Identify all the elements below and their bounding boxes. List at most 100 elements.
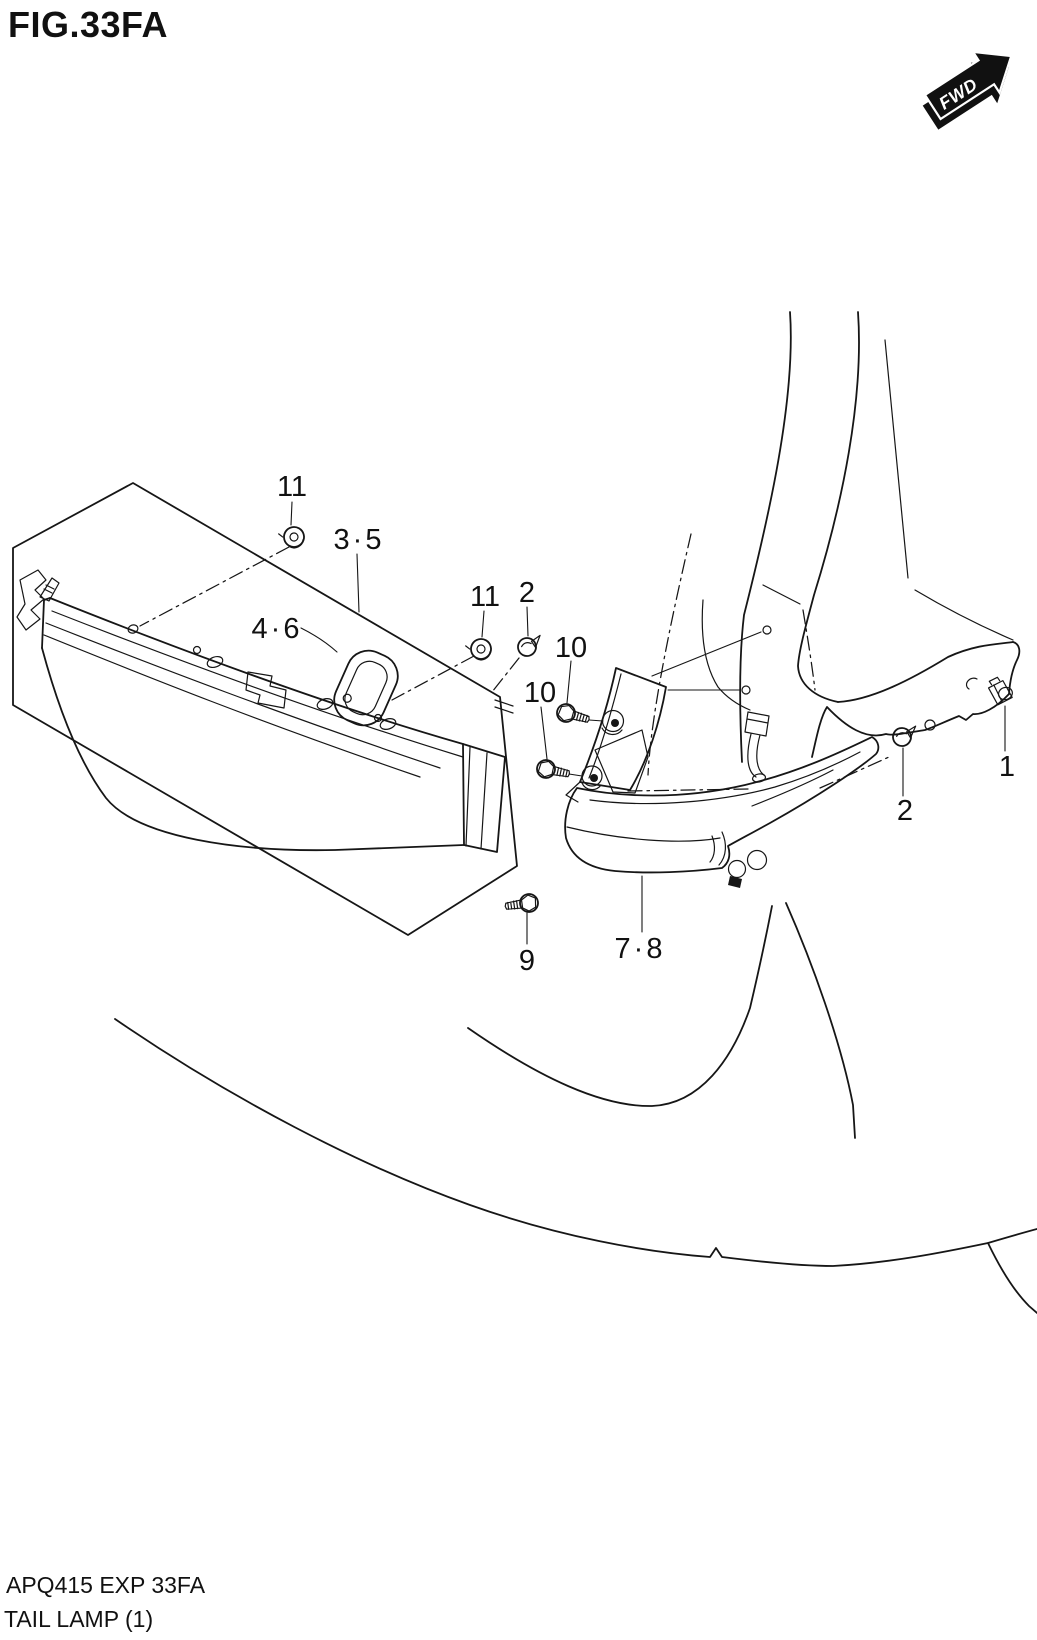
garnish-end-cap-lines: [465, 746, 488, 850]
callout-2-right[interactable]: 2: [897, 795, 913, 827]
centerline-screw: [491, 657, 520, 693]
bolt-shaft: [572, 711, 590, 723]
callout-2-center[interactable]: 2: [519, 577, 535, 609]
garnish-line2: [51, 610, 464, 758]
gasket-outer: [333, 649, 399, 727]
screw-slot: [521, 642, 532, 648]
garnish-left-cap: [41, 597, 51, 649]
panel-bottom-edge: [811, 693, 1010, 758]
leader-2a: [526, 606, 529, 637]
bracket-hole-lower: [590, 774, 598, 782]
wire-line2: [756, 734, 765, 776]
centerline-grommet-right: [391, 655, 475, 701]
bracket-plate: [579, 667, 667, 791]
callout-7-8[interactable]: 7·8: [615, 933, 666, 965]
callout-1[interactable]: 1: [999, 751, 1015, 783]
grommet-outer: [470, 638, 492, 660]
screw-tip: [906, 725, 917, 739]
callout-10-upper[interactable]: 10: [555, 632, 587, 664]
screw-2-center: [517, 634, 541, 657]
body-crease-under-lamp: [785, 902, 856, 1139]
garnish-bottom-edge: [41, 647, 465, 852]
leader-3-5: [356, 553, 360, 613]
callout-11-left[interactable]: 11: [277, 471, 307, 503]
panel-rear-edge: [914, 589, 1014, 641]
bumper-sweep-curve: [114, 1018, 1037, 1267]
bulb-socket1: [727, 859, 747, 879]
lens-inner-top: [589, 751, 861, 805]
centerline-pillar-right: [802, 609, 816, 691]
screw-head: [892, 727, 912, 747]
clip-body: [987, 680, 1013, 706]
alignment-line-upper: [651, 631, 762, 677]
leader-10a: [566, 660, 604, 722]
centerline-lamp-rear: [819, 756, 890, 789]
gasket-hole: [342, 693, 352, 703]
garnish-top-edge: [49, 597, 464, 745]
bolt-hex: [520, 894, 537, 912]
garnish-left-clip: [16, 569, 47, 631]
grommet-inner: [476, 644, 486, 654]
center-lines: [139, 533, 890, 792]
garnish-line3: [45, 622, 441, 769]
bolt-hex: [537, 760, 555, 778]
grommet-11-right: [465, 638, 492, 661]
centerline-pillar: [647, 533, 692, 776]
wheel-arch-curve: [467, 905, 773, 1107]
pillar-left-edge: [739, 311, 792, 763]
bolt-hex: [557, 704, 575, 722]
pillar-crease: [762, 584, 801, 605]
screw-slot: [896, 732, 907, 737]
panel-tip: [1008, 641, 1021, 695]
figure-title: FIG.33FA: [8, 4, 169, 45]
bracket-hook: [565, 781, 581, 803]
bulb-socket-stem: [728, 876, 742, 888]
center-garnish: [16, 569, 514, 853]
garnish-bump2: [206, 655, 224, 669]
callout-4-6[interactable]: 4·6: [252, 613, 303, 645]
grommet-11-left: [278, 526, 305, 549]
grommet-inner: [289, 532, 299, 542]
grommet-lip: [278, 533, 304, 549]
bolt-head: [556, 703, 576, 723]
garnish-stud-bump1: [127, 624, 139, 634]
leader-4-6: [300, 627, 338, 653]
bracket-hole-upper: [611, 719, 619, 727]
centerline-lamp-horizontal: [627, 788, 751, 792]
gasket-inner: [344, 660, 388, 716]
bulb-socket2: [746, 849, 768, 871]
garnish-line4: [43, 634, 421, 778]
clip-1: [987, 676, 1013, 706]
centerline-grommet-left: [139, 546, 290, 627]
leader-11a: [290, 501, 293, 526]
garnish-tab: [245, 671, 287, 709]
garnish-left-stud: [39, 577, 60, 602]
quarter-glass-edge: [884, 339, 909, 579]
garnish-stud3: [373, 713, 383, 723]
clip-line: [993, 684, 1003, 703]
bumper-branch-curve: [987, 1242, 1037, 1314]
wire-line1: [747, 733, 757, 778]
garnish-nub: [494, 699, 514, 714]
garnish-end-cap: [462, 743, 506, 853]
callout-10-lower[interactable]: 10: [524, 677, 556, 709]
callout-labels: 11 3·5 4·6 11 2 10 10 9 7·8 1 2: [252, 471, 1016, 977]
grommet-lip: [465, 645, 491, 661]
leader-11b: [481, 610, 485, 638]
callout-9[interactable]: 9: [519, 945, 535, 977]
lens-lobe: [718, 831, 726, 866]
pillar-right-edge: [797, 311, 860, 703]
callout-11-right[interactable]: 11: [470, 581, 500, 613]
connector-body: [744, 711, 770, 737]
garnish-stud2: [192, 645, 202, 655]
callout-3-5[interactable]: 3·5: [334, 524, 385, 556]
screw-head: [517, 637, 537, 657]
bolt-10-upper: [556, 703, 590, 723]
bracket-hatch-wedge: [594, 729, 649, 794]
panel-slot-hole: [965, 677, 978, 690]
alignment-indicators: [651, 625, 772, 695]
pillar-hole-lower: [741, 685, 751, 695]
fwd-arrow-plate: [923, 50, 1013, 121]
